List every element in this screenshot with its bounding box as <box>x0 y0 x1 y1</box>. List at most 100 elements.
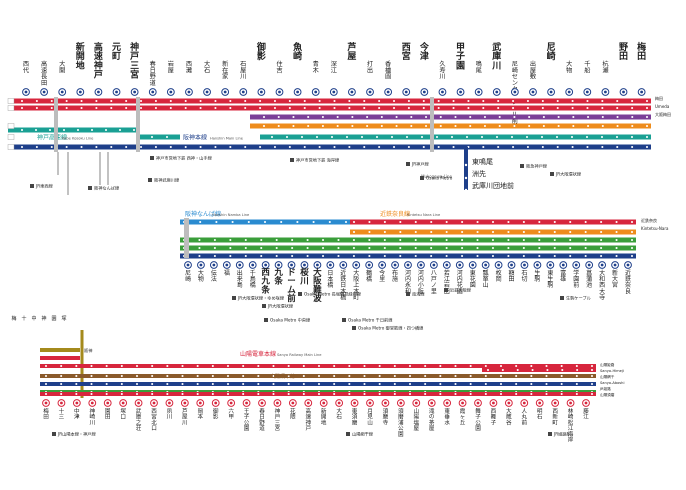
stop-dot <box>393 392 396 396</box>
stop-dot <box>392 106 396 110</box>
station-label-char: 西 <box>261 268 270 278</box>
station-number-badge-core <box>186 263 190 267</box>
station-label-char: 須 <box>383 407 389 415</box>
stop-dot <box>482 106 485 110</box>
station-label-char: 内 <box>418 275 424 283</box>
branch-line-name: Mukogawa Line <box>421 174 452 179</box>
station-label-char: 石 <box>521 270 527 277</box>
stop-dot <box>226 374 230 378</box>
stop-dot <box>330 135 334 139</box>
stop-dot <box>530 382 533 386</box>
stop-dot <box>522 230 525 234</box>
station-label-char: 芦 <box>182 407 188 415</box>
station-number-badge-core <box>368 401 372 405</box>
station-number-badge-core <box>626 263 630 267</box>
station-label-char: 園 <box>244 425 250 432</box>
station-number-badge-core <box>238 263 242 267</box>
station-label-char: 庫 <box>136 413 142 421</box>
stop-dot <box>80 145 83 149</box>
stop-dot <box>395 124 398 128</box>
stop-dot <box>90 382 93 386</box>
station-label-char: 岸 <box>568 437 574 444</box>
stop-dot <box>336 115 339 119</box>
station-label-char: 西 <box>151 408 157 415</box>
station-number-badge-core <box>414 401 418 405</box>
stop-dot <box>229 254 232 258</box>
station-label-char: 在 <box>222 66 228 74</box>
station-label-char: 浦 <box>398 418 404 426</box>
stop-dot <box>275 246 278 250</box>
transfer-note: 南海線 <box>412 291 425 298</box>
stop-dot <box>20 99 24 103</box>
station-label: 九条 <box>273 267 283 287</box>
transfer-note: JR山陽本線・神戸線 <box>57 431 96 438</box>
stop-dot <box>454 364 457 368</box>
station-label-char: 来 <box>237 276 243 283</box>
stop-dot <box>135 374 139 378</box>
stop-dot <box>572 115 575 119</box>
station-label-char: 崎 <box>89 413 95 421</box>
stop-dot <box>590 374 594 378</box>
stop-dot <box>366 115 369 119</box>
stop-dot <box>571 106 574 110</box>
station-label: 菖蒲池 <box>586 269 592 289</box>
station-label-char: 岡 <box>197 408 203 415</box>
station-label-char: 日 <box>340 282 346 289</box>
stop-dot <box>363 99 366 103</box>
station-number-badge-core <box>151 90 155 94</box>
station-label-char: 滝 <box>429 407 435 415</box>
stop-dot <box>560 382 563 386</box>
station-label: 六甲 <box>228 407 234 421</box>
station-label: 福 <box>224 269 230 277</box>
stop-dot <box>351 124 354 128</box>
station-label-char: 青 <box>313 60 319 68</box>
station-label-char: 神 <box>130 41 139 53</box>
station-label: 鳴尾 <box>476 60 482 74</box>
stop-dot <box>587 115 590 119</box>
stop-dot <box>315 135 319 139</box>
stop-dot <box>139 145 143 149</box>
stop-dot <box>424 392 427 396</box>
stop-dot <box>213 246 216 250</box>
station-label-char: 鳥 <box>250 275 256 283</box>
stop-dot <box>584 230 587 234</box>
station-label-char: 本 <box>197 413 203 421</box>
station-label: 園 <box>51 316 56 322</box>
station-label-char: 川 <box>439 74 445 81</box>
station-label-char: 海 <box>568 430 574 438</box>
station-label-char: 谷 <box>506 418 512 426</box>
stop-dot <box>292 115 295 119</box>
stop-dot <box>408 364 412 368</box>
station-number-badge-core <box>569 401 572 405</box>
station-label-char: 江 <box>568 425 574 432</box>
stop-dot <box>553 254 556 258</box>
station-label-char: 里 <box>379 276 385 283</box>
station-label: 芦屋川 <box>182 407 188 426</box>
right-destination-tag: 近鉄奈良 <box>641 217 657 223</box>
station-label-char: 阪 <box>313 276 322 287</box>
station-label-char: 月 <box>367 408 373 415</box>
stop-dot <box>538 254 541 258</box>
station-number-badge-core <box>97 90 100 94</box>
station-number-badge-core <box>445 263 449 267</box>
stop-dot <box>615 238 618 242</box>
stop-dot <box>257 374 260 378</box>
stop-dot <box>199 145 202 149</box>
stop-dot <box>272 364 275 368</box>
line-name-label-en: Sanyo Railway Main Line <box>277 353 322 357</box>
station-label-char: 住 <box>276 60 282 68</box>
station-label-char: 家 <box>222 73 228 81</box>
station-label-char: 額 <box>509 269 515 277</box>
stop-dot <box>584 254 587 258</box>
stop-dot <box>306 238 309 242</box>
stop-dot <box>557 115 560 119</box>
station-number-badge-core <box>640 90 644 94</box>
stop-dot <box>538 220 541 224</box>
stop-dot <box>435 135 439 139</box>
station-number-badge-core <box>169 90 173 94</box>
station-label: 打出 <box>367 60 373 74</box>
station-number-badge-core <box>328 263 332 267</box>
station-label-char: 本 <box>327 275 333 283</box>
station-label: 月見山 <box>367 408 373 426</box>
